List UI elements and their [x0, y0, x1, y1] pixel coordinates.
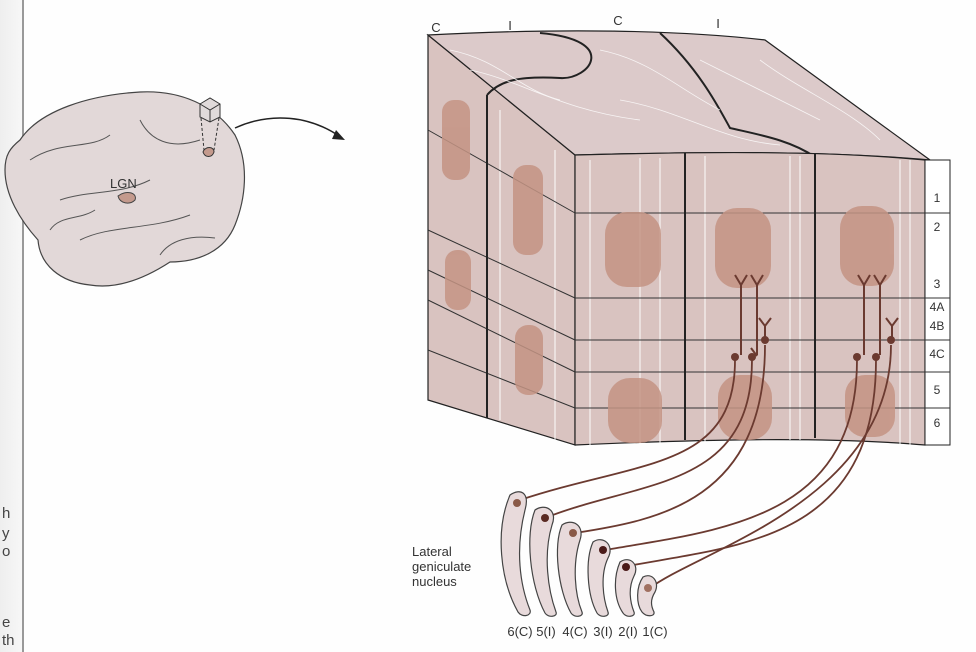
column-label: I [716, 16, 720, 31]
arrow-head-icon [332, 130, 345, 140]
lgn-layer-label: 4(C) [562, 624, 587, 639]
layer-label: 5 [934, 383, 941, 397]
layer-label: 1 [934, 191, 941, 205]
layer-label: 4C [929, 347, 945, 361]
lgn-title-line: Lateral [412, 544, 452, 559]
lgn-layer-label: 3(I) [593, 624, 613, 639]
page-margin-text: h y o e th [0, 0, 24, 652]
column-label: I [508, 18, 512, 33]
column-label: C [613, 13, 622, 28]
lgn-layer-label: 6(C) [507, 624, 532, 639]
layer-label: 3 [934, 277, 941, 291]
layer-label: 4A [930, 300, 945, 314]
lgn-title-line: geniculate [412, 559, 471, 574]
cortex-block: C I C I 1 2 3 4A 4B 4C 5 6 [426, 13, 951, 589]
lgn-layer-label: 5(I) [536, 624, 556, 639]
lgn-title-line: nucleus [412, 574, 457, 589]
layer-label: 2 [934, 220, 941, 234]
margin-fragment: th [2, 632, 15, 649]
layer-label: 4B [930, 319, 945, 333]
margin-fragment: o [2, 543, 11, 560]
layer-label: 6 [934, 416, 941, 430]
lgn-layer-label: 2(I) [618, 624, 638, 639]
margin-fragment: e [2, 614, 11, 631]
brain-illustration: LGN [4, 91, 245, 287]
lateral-geniculate-nucleus: Lateral geniculate nucleus 6(C) 5(I) 4(C… [412, 491, 668, 639]
lgn-brain-label: LGN [110, 176, 137, 191]
lgn-layer-label: 1(C) [642, 624, 667, 639]
margin-fragment: h [2, 505, 11, 522]
column-label: C [431, 20, 440, 35]
arrow-connector [234, 117, 343, 139]
margin-fragment: y [2, 525, 10, 542]
